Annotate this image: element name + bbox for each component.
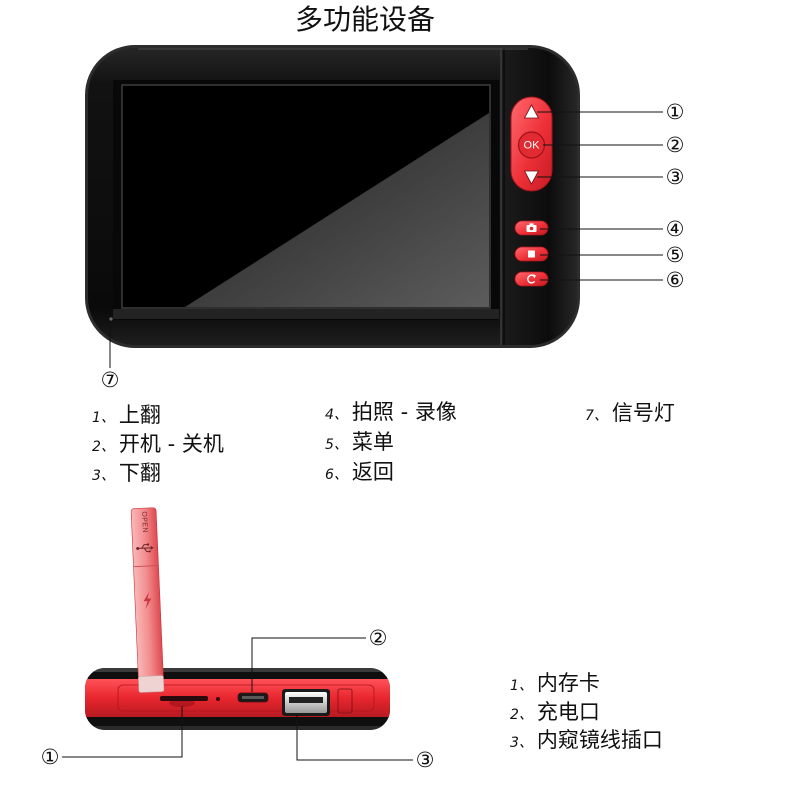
back-icon-arrowhead: [532, 274, 536, 279]
front-view-device: OK: [85, 45, 580, 348]
side-top-highlight: [85, 668, 390, 672]
legend-label: 信号灯: [611, 401, 675, 425]
side-indent: [337, 688, 353, 714]
legend-label: 拍照 - 录像: [351, 400, 457, 424]
usb-icon-dot: [148, 550, 151, 553]
lightning-icon: [143, 592, 152, 610]
microphone-hole: [216, 697, 220, 701]
capture-button: [514, 220, 549, 236]
port-panel-outline: [117, 684, 375, 712]
legend-label: 内存卡: [536, 671, 600, 695]
side-bottom-highlight: [85, 726, 390, 730]
side-legend-item-2: 2、充电口: [510, 699, 600, 728]
memory-card-slot: [160, 696, 208, 707]
screen-glare: [185, 113, 489, 307]
endoscope-port: [282, 689, 330, 716]
back-button-body: [514, 271, 549, 287]
signal-light: [109, 317, 113, 321]
side-callout-line-1: [62, 706, 183, 758]
side-callout-number-2: ②: [369, 626, 388, 650]
right-button-panel: [501, 48, 577, 345]
legend-label: 返回: [351, 460, 394, 484]
callout-number-2: ②: [666, 133, 685, 157]
legend-label: 开机 - 关机: [118, 432, 224, 456]
legend-item-4: 4、拍照 - 录像: [325, 399, 457, 428]
callout-number-7: ⑦: [101, 368, 120, 392]
nav-button-cluster: OK: [510, 96, 553, 192]
callout-number-3: ③: [666, 165, 685, 189]
ok-button: OK: [517, 131, 546, 159]
side-legend-item-1: 1、内存卡: [510, 670, 600, 699]
ok-label: OK: [524, 140, 541, 152]
menu-icon: [528, 250, 535, 258]
legend-label: 下翻: [118, 461, 161, 485]
cable-holder: OPEN: [130, 507, 165, 693]
front-callouts: ① ② ③ ④ ⑤ ⑥ ⑦: [101, 100, 685, 392]
side-callout-line-3: [296, 715, 413, 761]
legend-number: 5、: [325, 437, 348, 453]
usb-icon-arrow: [150, 545, 154, 550]
usb-icon: [136, 543, 154, 553]
legend-number: 2、: [510, 707, 533, 723]
callout-number-1: ①: [666, 100, 685, 124]
legend-label: 菜单: [351, 430, 394, 454]
legend-number: 4、: [325, 407, 348, 423]
usb-icon-branch-up: [141, 544, 148, 549]
legend-label: 内窥镜线插口: [536, 728, 663, 752]
legend-item-2: 2、开机 - 关机: [92, 431, 224, 460]
usb-icon-square: [147, 543, 150, 546]
endoscope-port-tongue: [289, 697, 323, 703]
callout-number-6: ⑥: [666, 268, 685, 292]
cable-holder-hinge: [138, 675, 165, 693]
cable-holder-groove: [133, 565, 159, 568]
usb-icon-base: [136, 546, 140, 550]
side-callout-line-2: [251, 637, 366, 692]
back-button: [514, 271, 549, 287]
up-arrow-icon: [523, 104, 540, 119]
page-title: 多功能设备: [294, 3, 435, 36]
legend-item-1: 1、上翻: [92, 402, 161, 431]
legend-number: 6、: [325, 467, 348, 483]
callout-number-4: ④: [666, 217, 685, 241]
legend-item-6: 6、返回: [325, 459, 394, 488]
down-arrow-icon: [523, 170, 540, 185]
side-legend-item-3: 3、内窥镜线插口: [510, 727, 663, 756]
back-icon: [527, 274, 536, 284]
memory-card-opening: [160, 696, 208, 701]
side-view-device: OPEN: [85, 507, 390, 730]
legend-number: 3、: [92, 468, 115, 484]
menu-button: [514, 246, 549, 262]
camera-icon-lens: [529, 226, 534, 231]
camera-icon-top: [529, 223, 534, 226]
side-callout-number-3: ③: [416, 748, 435, 772]
camera-icon: [526, 223, 537, 232]
open-label: OPEN: [140, 511, 148, 533]
usb-icon-branch-down: [143, 547, 149, 553]
side-callouts: ① ② ③: [41, 626, 435, 772]
legend-item-3: 3、下翻: [92, 460, 161, 489]
legend-number: 3、: [510, 735, 533, 751]
side-callout-number-1: ①: [41, 745, 60, 769]
legend-number: 1、: [510, 678, 533, 694]
legend-number: 2、: [92, 439, 115, 455]
charging-port: [237, 692, 269, 703]
legend-label: 充电口: [536, 700, 600, 724]
charging-port-contact: [242, 696, 264, 699]
legend-number: 1、: [92, 410, 115, 426]
bottom-bezel-strip: [113, 309, 499, 319]
legend-item-5: 5、菜单: [325, 429, 394, 458]
back-icon-arc: [527, 274, 536, 284]
legend-number: 7、: [585, 408, 608, 424]
legend-item-7: 7、信号灯: [585, 400, 675, 429]
legend-label: 上翻: [118, 403, 161, 427]
callout-number-5: ⑤: [666, 243, 685, 267]
